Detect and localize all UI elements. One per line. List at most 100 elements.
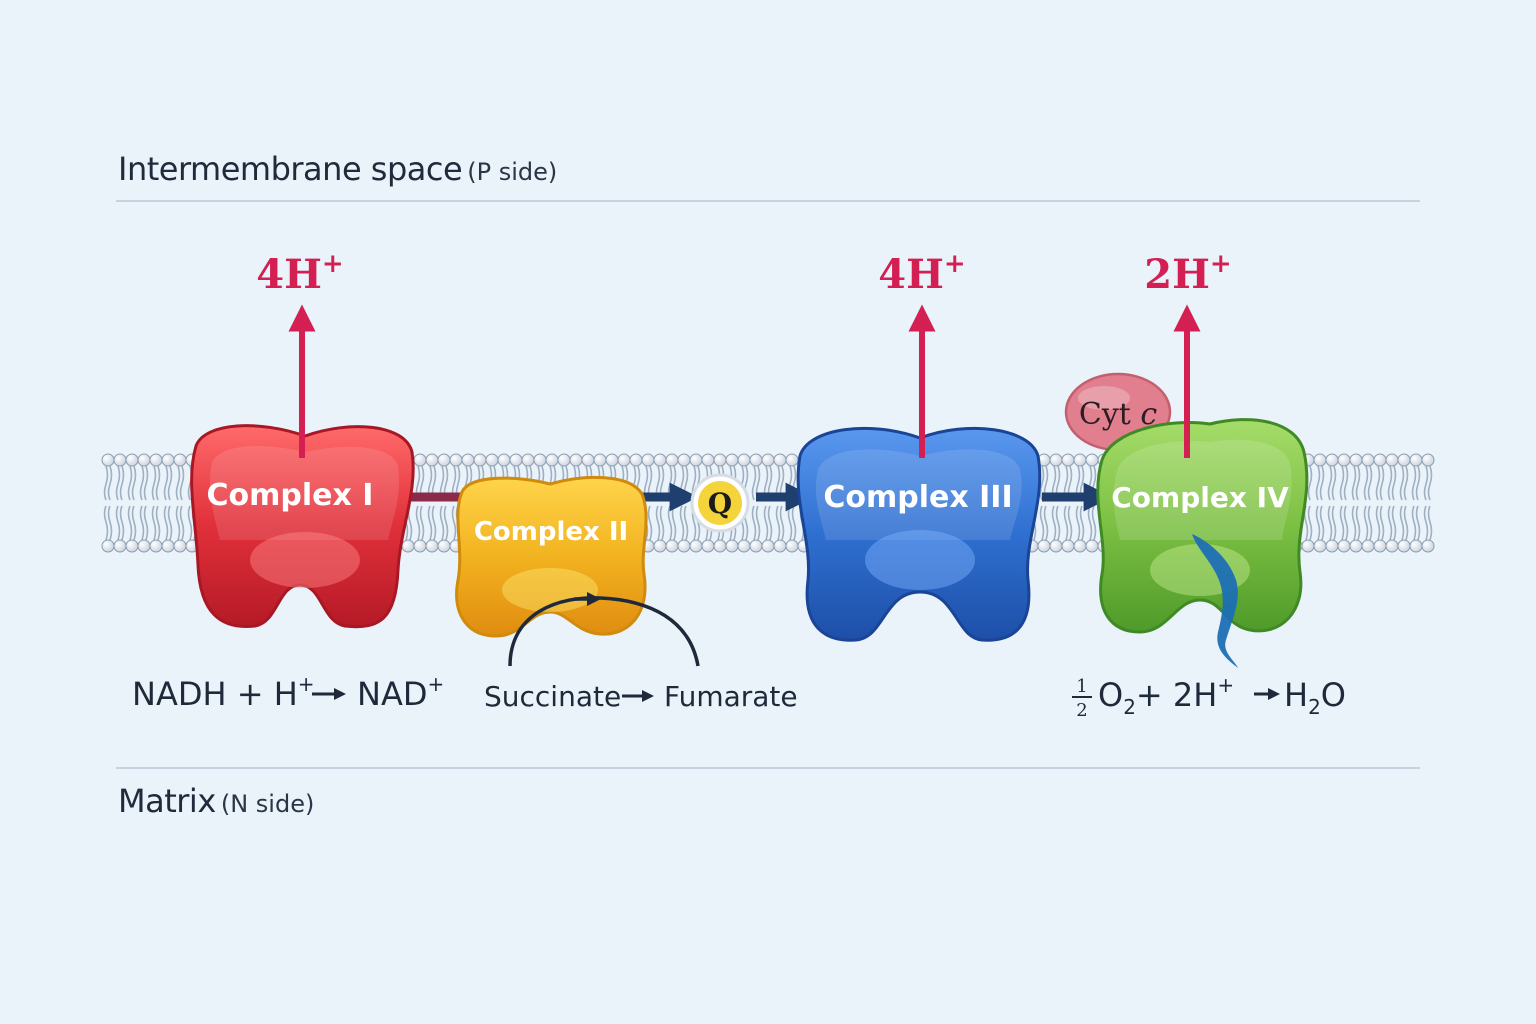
lipid-head <box>449 453 463 467</box>
lipid-tail <box>671 505 677 541</box>
lipid-head <box>593 453 607 467</box>
lipid-tail <box>451 505 457 541</box>
lipid-head <box>557 453 571 467</box>
lipid-head <box>641 453 655 467</box>
lipid-tail <box>1307 505 1313 541</box>
lipid-tail <box>647 505 653 541</box>
lipid-head <box>677 453 691 467</box>
region-name: Matrix <box>118 782 216 820</box>
lipid-head <box>113 539 127 553</box>
lipid-head <box>1037 539 1051 553</box>
lipid-tail <box>155 465 161 501</box>
top-divider <box>116 200 1420 202</box>
lipid-head <box>1325 453 1339 467</box>
complex-iii: Complex III <box>796 426 1042 642</box>
lipid-head <box>461 453 475 467</box>
lipid-tail <box>1351 505 1357 541</box>
lipid-tail <box>1339 505 1345 541</box>
lipid-tail <box>1423 465 1429 501</box>
lipid-tail <box>103 505 109 541</box>
lipid-tail <box>751 505 757 541</box>
lipid-tail <box>1391 465 1397 501</box>
lipid-tail <box>131 505 137 541</box>
lipid-head <box>1313 453 1327 467</box>
lipid-tail <box>131 465 137 501</box>
lipid-head <box>149 453 163 467</box>
reaction-complex-i-lhs: NADH + H+ <box>132 672 315 713</box>
lipid-head <box>473 453 487 467</box>
lipid-head <box>749 453 763 467</box>
lipid-head <box>1373 453 1387 467</box>
lipid-tail <box>1327 465 1333 501</box>
lipid-head <box>113 453 127 467</box>
lipid-tail <box>1331 465 1337 501</box>
lipid-head <box>677 539 691 553</box>
lipid-tail <box>127 505 133 541</box>
lipid-head <box>665 539 679 553</box>
lipid-head <box>629 453 643 467</box>
lipid-head <box>161 539 175 553</box>
lipid-head <box>701 539 715 553</box>
lipid-head <box>1049 539 1063 553</box>
lipid-head <box>1409 453 1423 467</box>
lipid-head <box>1301 539 1315 553</box>
lipid-tail <box>1391 505 1397 541</box>
lipid-head <box>137 539 151 553</box>
lipid-head <box>1349 539 1363 553</box>
lipid-head <box>413 453 427 467</box>
lipid-head <box>497 453 511 467</box>
lipid-tail <box>1355 505 1361 541</box>
lipid-tail <box>1427 505 1433 541</box>
lipid-tail <box>151 465 157 501</box>
lipid-head <box>1049 453 1063 467</box>
lipid-tail <box>415 505 421 541</box>
lipid-tail <box>1319 505 1325 541</box>
lipid-head <box>737 539 751 553</box>
lipid-head <box>149 539 163 553</box>
lipid-head <box>413 539 427 553</box>
lipid-tail <box>1331 505 1337 541</box>
lipid-tail <box>167 465 173 501</box>
lipid-head <box>725 539 739 553</box>
lipid-tail <box>1379 465 1385 501</box>
lipid-tail <box>443 505 449 541</box>
lipid-head <box>1361 539 1375 553</box>
lipid-tail <box>163 505 169 541</box>
lipid-head <box>125 453 139 467</box>
lipid-head <box>653 453 667 467</box>
ubiquinone-q: Q <box>690 473 750 533</box>
lipid-tail <box>107 505 113 541</box>
lipid-head <box>125 539 139 553</box>
region-name: Intermembrane space <box>118 150 463 188</box>
q-label: Q <box>708 487 732 520</box>
lipid-head <box>401 539 415 553</box>
complex-i: Complex I <box>190 424 415 629</box>
cytc-label: Cyt c <box>1079 397 1158 432</box>
lipid-tail <box>1387 465 1393 501</box>
lipid-tail <box>683 505 689 541</box>
proton-label-c3: 4H+ <box>878 249 965 298</box>
lipid-head <box>785 539 799 553</box>
lipid-tail <box>175 505 181 541</box>
lipid-tail <box>115 465 121 501</box>
lipid-tail <box>1091 505 1097 541</box>
lipid-head <box>1085 539 1099 553</box>
lipid-head <box>569 453 583 467</box>
lipid-tail <box>1315 465 1321 501</box>
lipid-tail <box>787 505 793 541</box>
lipid-head <box>701 453 715 467</box>
lipid-head <box>101 539 115 553</box>
lipid-tail <box>1343 505 1349 541</box>
lipid-head <box>725 453 739 467</box>
lipid-head <box>1421 539 1435 553</box>
lipid-tail <box>151 505 157 541</box>
lipid-head <box>1373 539 1387 553</box>
lipid-tail <box>1307 465 1313 501</box>
lipid-head <box>485 453 499 467</box>
lipid-tail <box>1351 465 1357 501</box>
matrix-label: Matrix (N side) <box>118 782 314 820</box>
lipid-head <box>713 453 727 467</box>
lipid-tail <box>1363 505 1369 541</box>
lipid-head <box>1313 539 1327 553</box>
complex-i-label: Complex I <box>207 478 374 513</box>
